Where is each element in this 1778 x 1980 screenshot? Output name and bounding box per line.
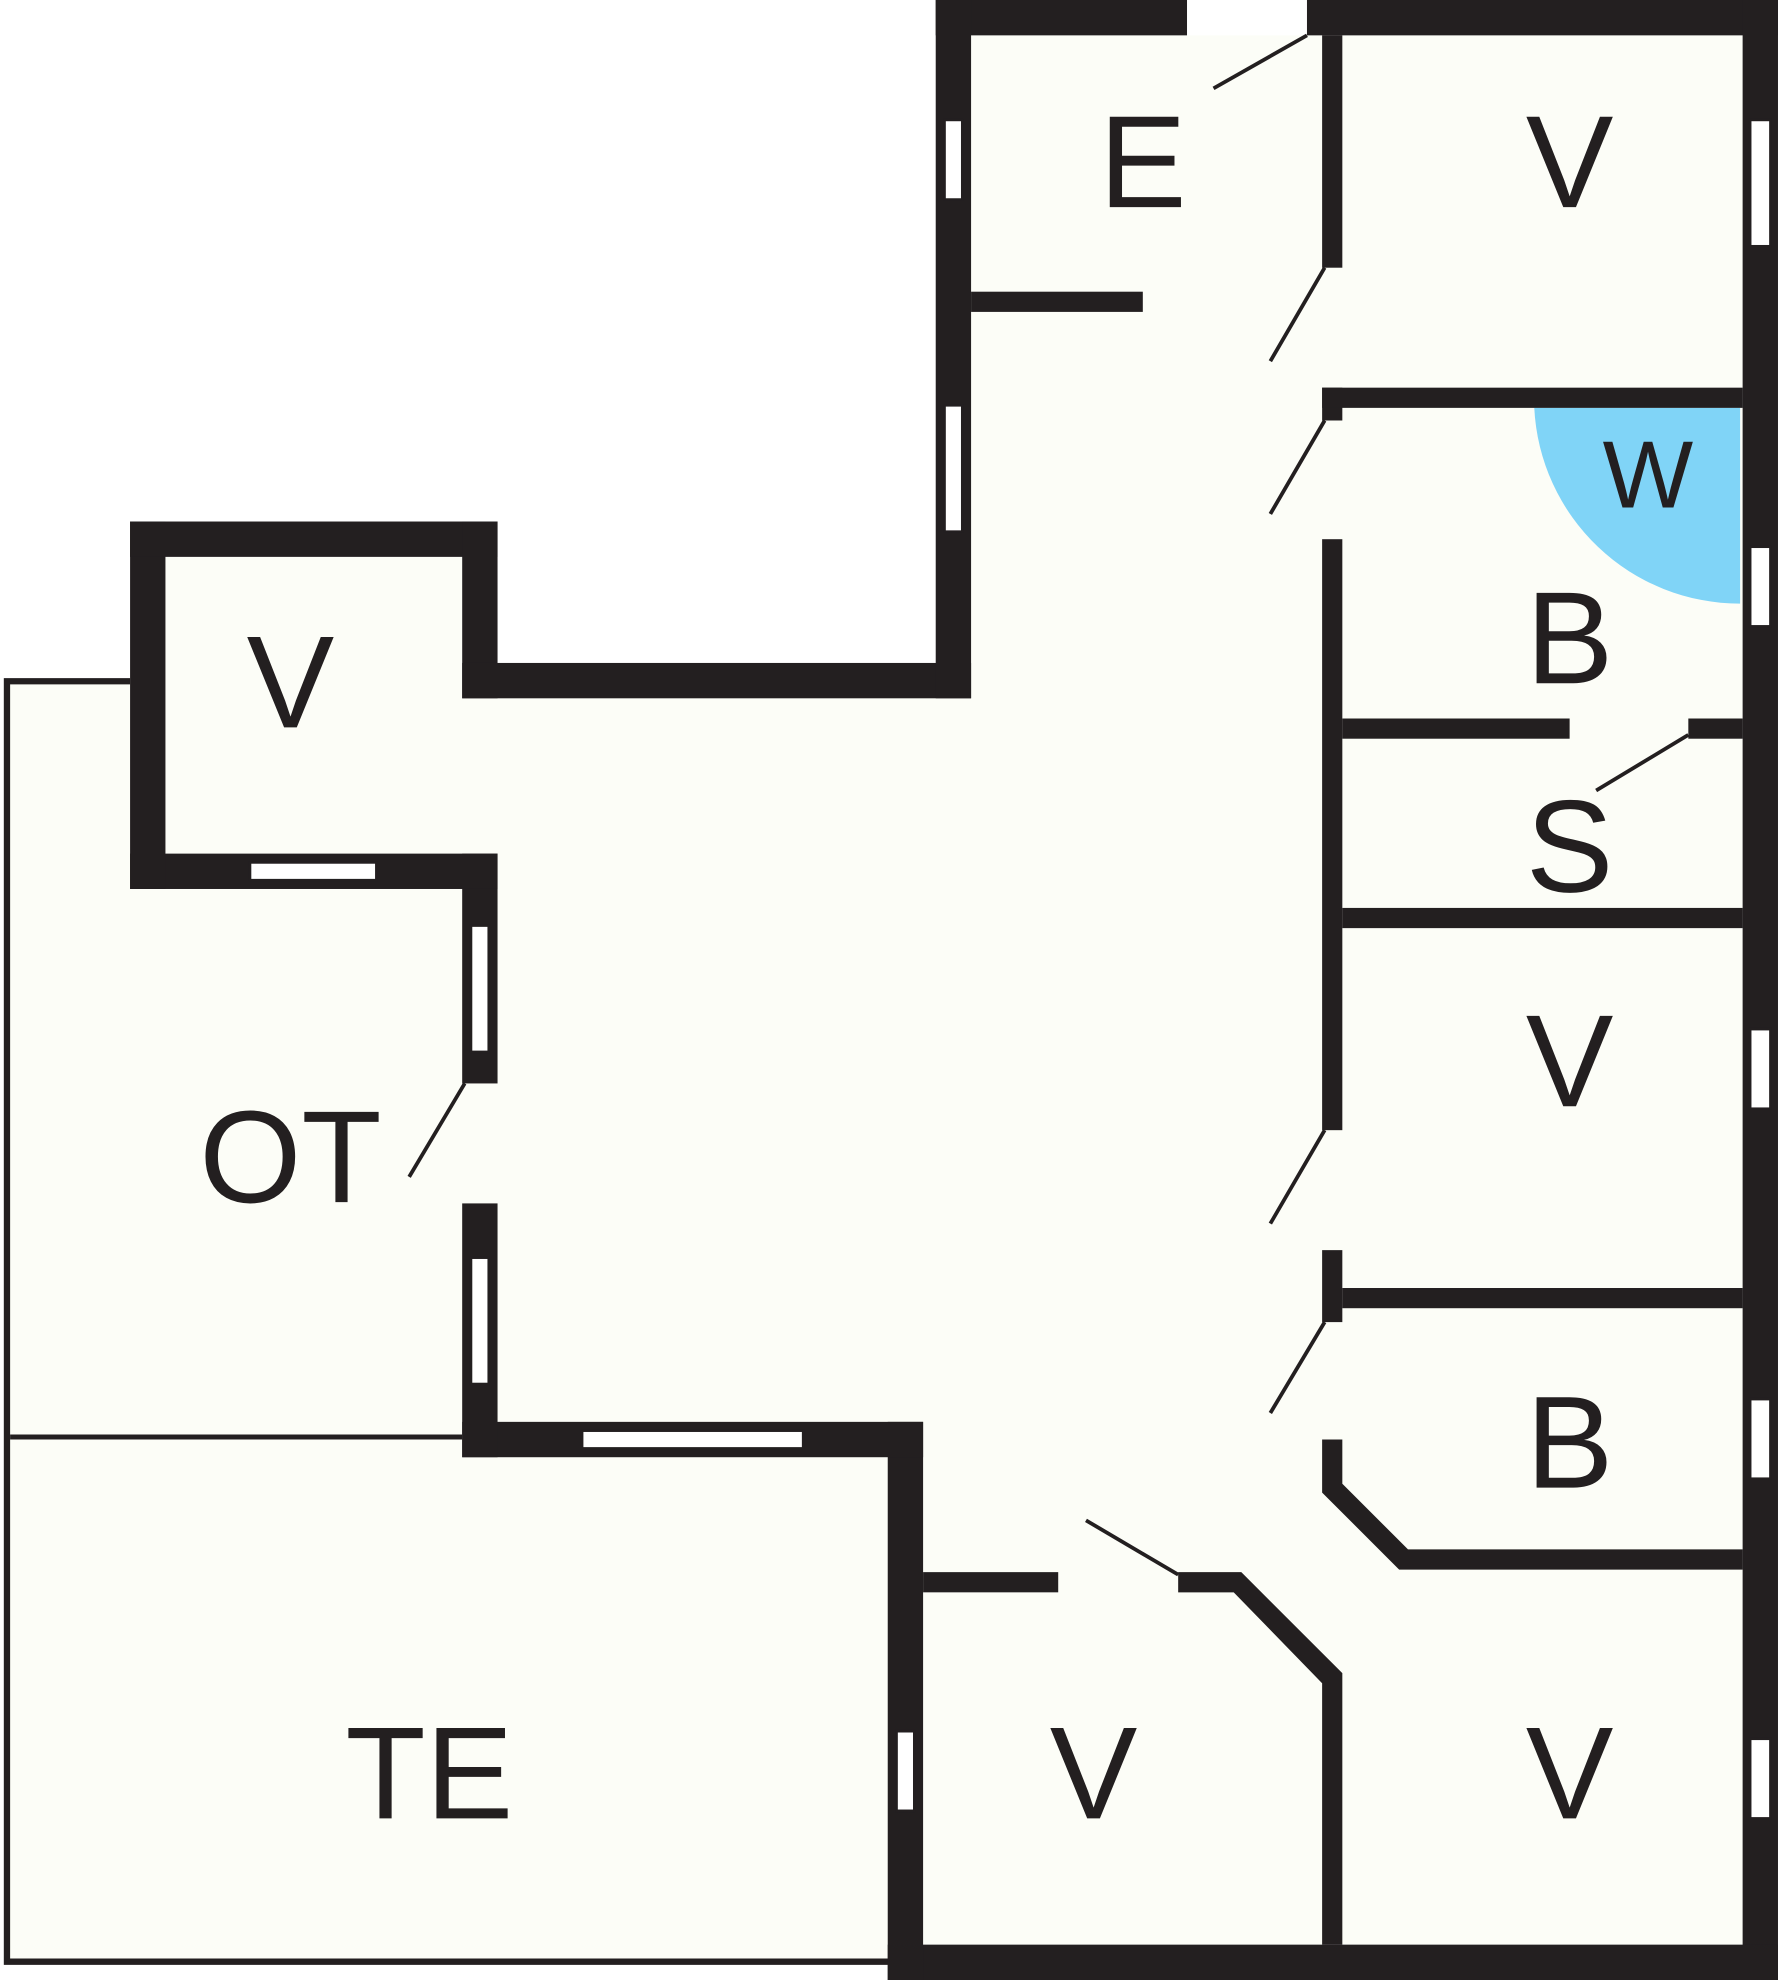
doors xyxy=(407,33,1690,1577)
label-bedroom-bottom-right: V xyxy=(1526,1699,1614,1846)
label-wardrobe: W xyxy=(1603,421,1694,528)
window xyxy=(1748,1737,1772,1820)
window xyxy=(1748,545,1772,628)
label-bedroom-top-right: V xyxy=(1526,88,1614,235)
terrace-outline xyxy=(3,678,891,1965)
window xyxy=(580,1429,805,1450)
label-bathroom-upper: B xyxy=(1526,564,1614,711)
door-swing xyxy=(1595,733,1690,793)
window xyxy=(1748,118,1772,248)
window xyxy=(943,118,964,201)
label-bedroom-mid-right: V xyxy=(1526,987,1614,1134)
window xyxy=(1748,1027,1772,1110)
wardrobe-swing xyxy=(1534,407,1741,604)
label-terrace: TE xyxy=(345,1699,513,1846)
window xyxy=(469,924,490,1054)
windows xyxy=(248,118,1772,1820)
interior-floor xyxy=(165,35,1743,1945)
window xyxy=(895,1729,916,1813)
interior-walls xyxy=(923,35,1743,1945)
window xyxy=(248,861,378,882)
door-swing xyxy=(1268,419,1327,515)
room-labels: E V W B S V B V V TE OT V xyxy=(199,88,1693,1846)
label-bedroom-bottom-mid: V xyxy=(1050,1699,1138,1846)
label-covered-terrace: OT xyxy=(199,1083,381,1230)
label-storage-left: V xyxy=(247,608,335,755)
window xyxy=(469,1256,490,1386)
door-swing xyxy=(1268,266,1327,363)
door-swing xyxy=(1268,1321,1327,1414)
door-swing xyxy=(1268,1129,1327,1225)
window xyxy=(1748,1397,1772,1480)
door-swing xyxy=(1212,33,1308,91)
label-entrance: E xyxy=(1099,88,1187,235)
door-swing xyxy=(407,1082,467,1178)
exterior-walls xyxy=(130,0,1778,1980)
window xyxy=(943,404,964,533)
door-swing xyxy=(1085,1518,1180,1577)
floor-areas xyxy=(6,35,1743,1963)
label-bathroom-lower: B xyxy=(1526,1369,1614,1516)
label-sauna: S xyxy=(1526,773,1614,920)
